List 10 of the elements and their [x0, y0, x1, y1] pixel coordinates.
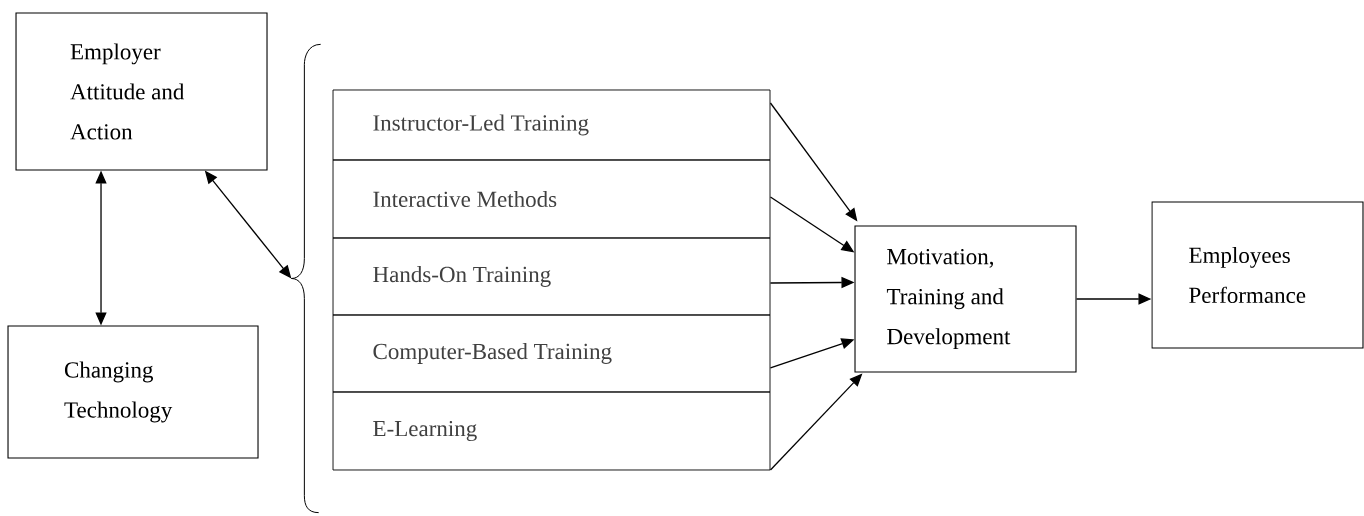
method-row: Interactive Methods	[332, 159, 771, 239]
method-row: E-Learning	[332, 391, 771, 471]
process-box: Motivation, Training and Development	[854, 225, 1077, 373]
method-row: Computer-Based Training	[332, 314, 771, 393]
method-row: Instructor-Led Training	[332, 89, 771, 161]
brace	[290, 43, 322, 514]
process-box: Changing Technology	[7, 325, 259, 459]
method-row: Hands-On Training	[332, 237, 771, 316]
process-box: Employees Performance	[1151, 201, 1364, 349]
process-box: Employer Attitude and Action	[15, 12, 268, 171]
